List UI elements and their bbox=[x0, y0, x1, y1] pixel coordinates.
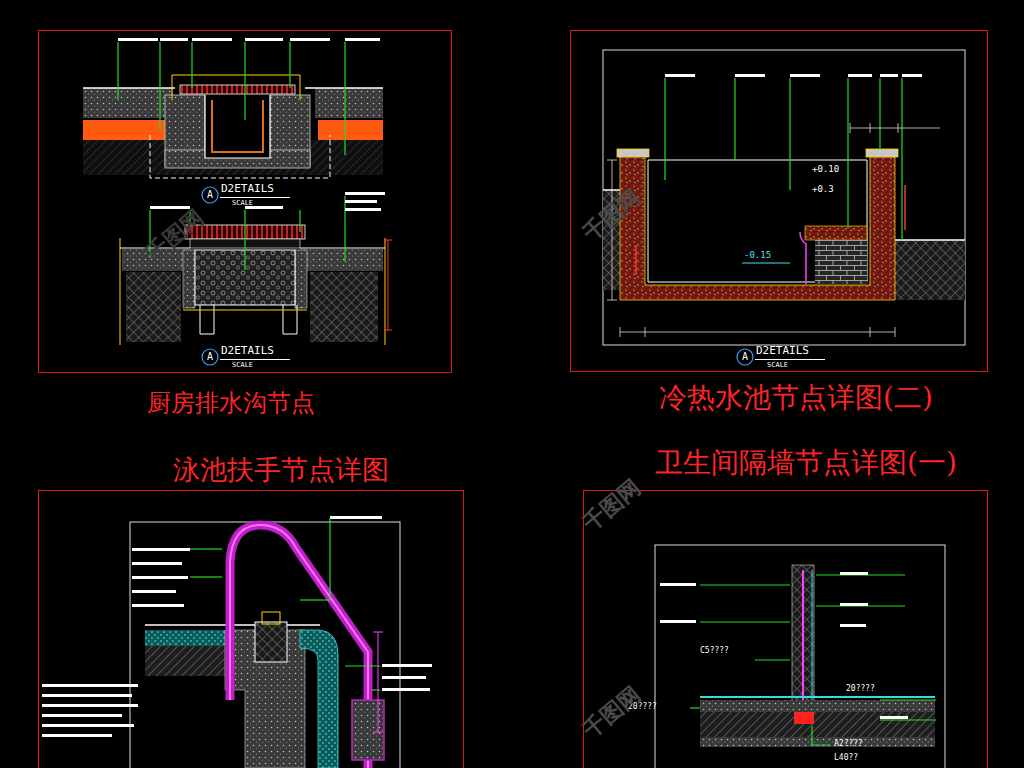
drain-section-1 bbox=[83, 38, 383, 203]
handrail-section bbox=[42, 516, 432, 768]
scale-label: SCALE bbox=[767, 361, 788, 369]
level-mark: +0.3 bbox=[812, 184, 834, 194]
detail-title: D2ETAILS bbox=[221, 345, 274, 358]
panel-title: 厨房排水沟节点 bbox=[147, 389, 315, 418]
watermark: 千图网 bbox=[579, 474, 646, 536]
drawing-panel: 泳池扶手节点详图 bbox=[38, 490, 464, 768]
level-mark: -0.15 bbox=[744, 250, 771, 260]
scale-label: SCALE bbox=[232, 199, 253, 207]
panel-title: 泳池扶手节点详图 bbox=[173, 454, 389, 486]
partition-wall-section bbox=[655, 545, 945, 768]
detail-marker-letter: A bbox=[207, 189, 213, 201]
scale-label: SCALE bbox=[232, 361, 253, 369]
material-callout: A2???? bbox=[834, 739, 863, 748]
drawing-panel: 卫生间隔墙节点详图(一) bbox=[583, 490, 988, 768]
detail-marker-letter: A bbox=[207, 351, 213, 363]
material-callout: 20???? bbox=[846, 684, 875, 693]
panel-title: 冷热水池节点详图(二) bbox=[659, 381, 933, 415]
pool-section bbox=[603, 50, 965, 365]
drain-section-2 bbox=[120, 192, 392, 365]
level-mark: +0.10 bbox=[812, 164, 839, 174]
detail-marker-letter: A bbox=[742, 351, 748, 363]
material-callout: L40?? bbox=[834, 753, 858, 762]
watermark: 千图网 bbox=[579, 681, 646, 743]
panel-title: 卫生间隔墙节点详图(一) bbox=[655, 446, 957, 480]
material-callout: C5???? bbox=[700, 646, 729, 655]
detail-title: D2ETAILS bbox=[756, 345, 809, 358]
detail-title: D2ETAILS bbox=[221, 183, 274, 196]
